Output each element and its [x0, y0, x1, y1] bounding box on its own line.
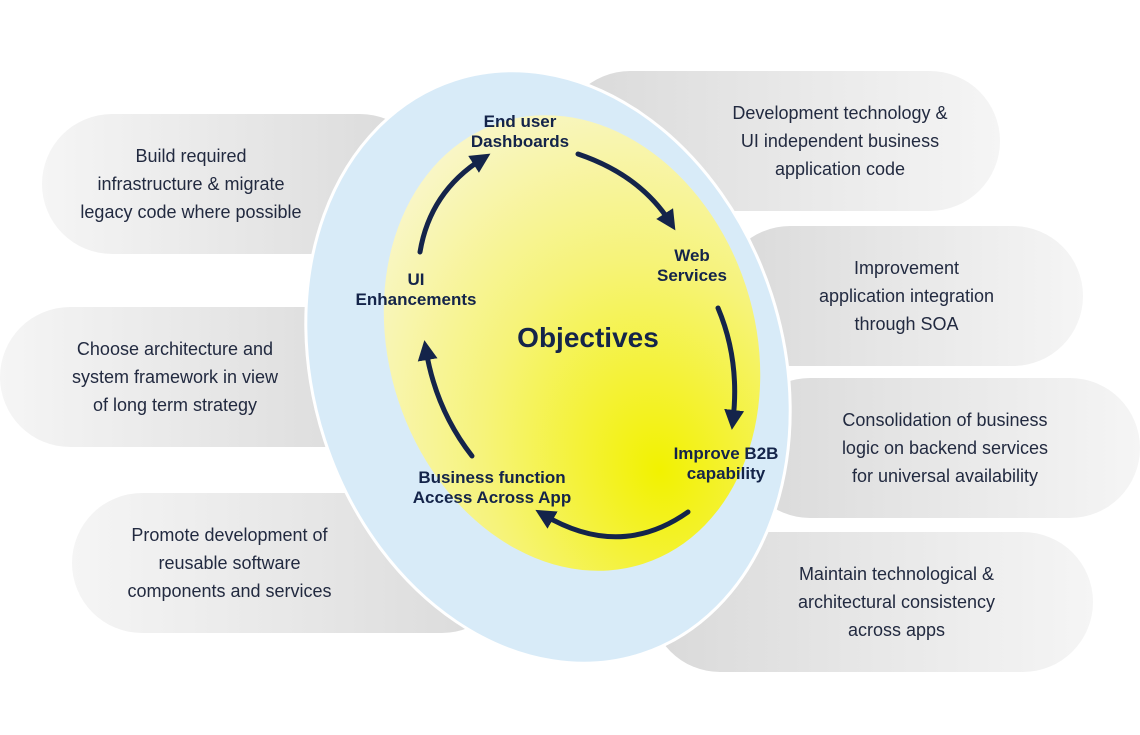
objective-text: Promote development of reusable software… — [127, 525, 332, 601]
objective-text: Development technology & UI independent … — [732, 103, 948, 179]
node-ui-enhancements: UI Enhancements — [355, 270, 477, 309]
node-end-user-dashboards: End user Dashboards — [470, 112, 570, 151]
arrow-dashboards-to-web — [575, 151, 676, 231]
arrow-ui-to-dashboards — [417, 153, 491, 255]
objective-text: Consolidation of business logic on backe… — [841, 410, 1049, 486]
node-business-function: Business function Access Across App — [412, 468, 572, 507]
node-improve-b2b: Improve B2B capability — [673, 444, 779, 483]
objective-right-2: Improvement application integration thro… — [720, 226, 1083, 366]
node-web-services: Web Services — [657, 246, 727, 285]
arrow-b2b-to-business — [535, 509, 691, 540]
objective-right-3: Consolidation of business logic on backe… — [740, 378, 1140, 518]
objective-text: Maintain technological & architectural c… — [797, 564, 996, 640]
objective-text: Choose architecture and system framework… — [71, 339, 279, 415]
arrow-business-to-ui — [417, 340, 475, 459]
objective-text: Improvement application integration thro… — [818, 258, 995, 334]
arrow-web-to-b2b — [715, 305, 745, 430]
center-title: Objectives — [517, 322, 659, 353]
objective-text: Build required infrastructure & migrate … — [80, 146, 302, 222]
